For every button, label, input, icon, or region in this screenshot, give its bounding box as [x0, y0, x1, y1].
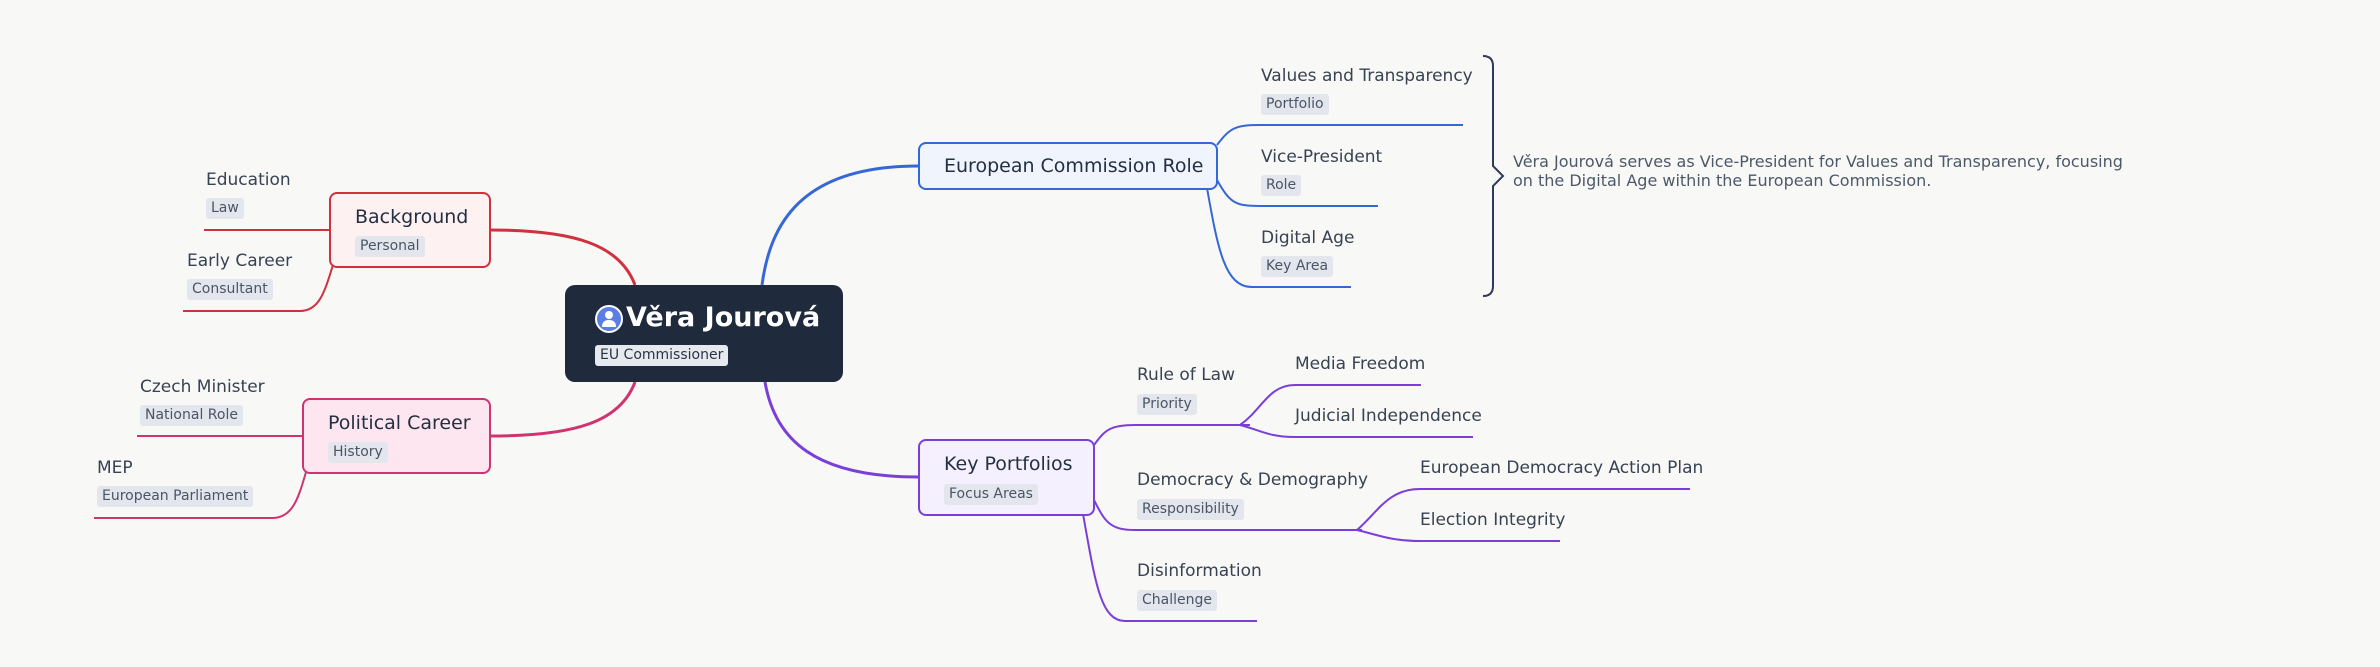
election-integrity-title[interactable]: Election Integrity — [1420, 510, 1566, 530]
link-values-transparency — [1216, 124, 1463, 146]
link-root-commission — [760, 164, 919, 286]
values-transparency-title[interactable]: Values and Transparency — [1261, 66, 1473, 86]
background-title: Background — [355, 206, 469, 228]
link-root-political — [489, 381, 637, 438]
early-career-title[interactable]: Early Career — [187, 251, 293, 271]
link-democracy — [1093, 499, 1362, 531]
political-career-node[interactable]: Political Career History — [302, 398, 491, 474]
commission-role-node[interactable]: European Commission Role — [918, 142, 1218, 190]
digital-age-title[interactable]: Digital Age — [1261, 228, 1355, 248]
link-root-background — [489, 228, 637, 286]
root-node[interactable]: Věra Jourová EU Commissioner — [565, 285, 843, 382]
key-portfolios-node[interactable]: Key Portfolios Focus Areas — [918, 439, 1095, 516]
czech-minister-tag: National Role — [140, 405, 243, 426]
czech-minister-title[interactable]: Czech Minister — [140, 377, 265, 397]
disinformation-title[interactable]: Disinformation — [1137, 561, 1262, 581]
disinformation-tag: Challenge — [1137, 590, 1217, 611]
early-career-tag: Consultant — [187, 279, 273, 300]
key-portfolios-tag: Focus Areas — [944, 484, 1038, 505]
democracy-action-plan-title[interactable]: European Democracy Action Plan — [1420, 458, 1704, 478]
digital-age-tag: Key Area — [1261, 256, 1334, 277]
link-vice-president — [1216, 179, 1378, 207]
root-title: Věra Jourová — [626, 302, 821, 333]
link-election-integrity — [1356, 529, 1560, 542]
link-democracy-action-plan — [1356, 488, 1690, 531]
education-title[interactable]: Education — [206, 170, 291, 190]
link-disinformation — [1082, 513, 1257, 622]
vice-president-tag: Role — [1261, 175, 1302, 196]
values-transparency-tag: Portfolio — [1261, 94, 1329, 115]
link-early-career — [183, 264, 334, 312]
commission-summary-note: Věra Jourová serves as Vice-President fo… — [1513, 152, 2123, 190]
rule-of-law-tag: Priority — [1137, 394, 1197, 415]
mep-tag: European Parliament — [97, 486, 254, 507]
political-career-title: Political Career — [328, 412, 471, 434]
link-root-portfolios — [763, 381, 919, 479]
judicial-independence-title[interactable]: Judicial Independence — [1295, 406, 1482, 426]
link-mep — [94, 471, 307, 519]
mep-title[interactable]: MEP — [97, 458, 133, 478]
political-career-tag: History — [328, 442, 388, 463]
link-media-freedom — [1239, 384, 1421, 426]
link-digital-age — [1206, 187, 1351, 288]
education-tag: Law — [206, 198, 244, 219]
summary-bracket — [1482, 55, 1505, 297]
democracy-demography-title[interactable]: Democracy & Demography — [1137, 470, 1369, 490]
user-icon — [595, 305, 623, 333]
vice-president-title[interactable]: Vice-President — [1261, 147, 1383, 167]
key-portfolios-title: Key Portfolios — [944, 453, 1073, 475]
democracy-demography-tag: Responsibility — [1137, 499, 1244, 520]
background-tag: Personal — [355, 236, 425, 257]
rule-of-law-title[interactable]: Rule of Law — [1137, 365, 1235, 385]
commission-role-title: European Commission Role — [944, 155, 1204, 177]
background-node[interactable]: Background Personal — [329, 192, 491, 268]
link-rule-of-law — [1093, 424, 1250, 446]
link-judicial-independence — [1239, 424, 1473, 438]
root-tag: EU Commissioner — [595, 345, 729, 366]
media-freedom-title[interactable]: Media Freedom — [1295, 354, 1426, 374]
